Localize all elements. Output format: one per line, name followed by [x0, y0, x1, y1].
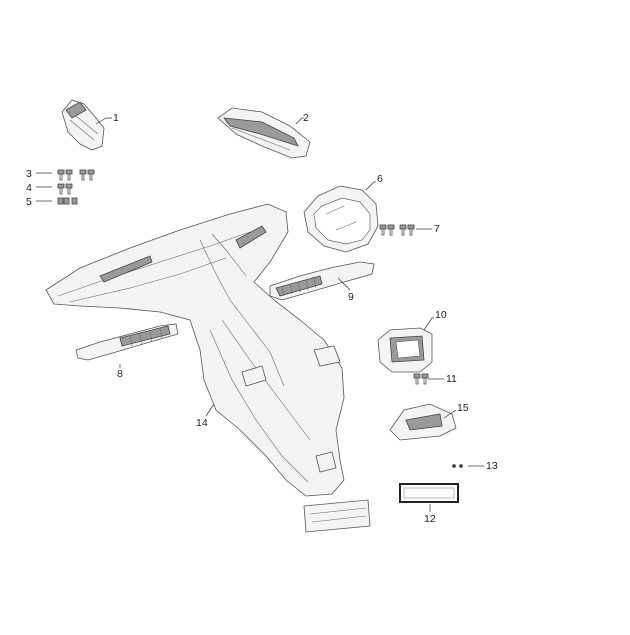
callout-7: 7	[434, 223, 440, 235]
part-14-tail-frame	[45, 203, 371, 533]
callout-9: 9	[348, 291, 354, 303]
part-8-left-turn-signal	[75, 323, 179, 361]
callout-8: 8	[117, 368, 123, 380]
callout-11: 11	[446, 373, 457, 385]
part-12-reflector-plate	[399, 483, 459, 503]
callout-14: 14	[196, 417, 208, 429]
callout-3: 3	[26, 168, 32, 180]
part-1-housing	[61, 99, 105, 151]
callout-12: 12	[424, 513, 436, 525]
part-5-nuts	[57, 197, 78, 205]
leader-lines	[36, 117, 484, 512]
part-3-screws	[57, 169, 95, 181]
callout-5: 5	[26, 196, 32, 208]
part-4-screws	[57, 183, 73, 195]
callout-1: 1	[113, 112, 119, 124]
callout-6: 6	[377, 173, 383, 185]
part-11-screws	[413, 373, 429, 385]
callout-2: 2	[303, 112, 309, 124]
part-7-screws	[379, 224, 415, 236]
part-9-right-turn-signal	[269, 261, 375, 301]
part-10-plate-light	[377, 327, 433, 373]
part-6-bezel	[303, 185, 379, 253]
callout-10: 10	[435, 309, 447, 321]
callout-4: 4	[26, 182, 32, 194]
part-13-clips	[452, 464, 463, 468]
part-2-tail-light	[217, 107, 311, 159]
callout-13: 13	[486, 460, 498, 472]
callout-15: 15	[457, 402, 469, 414]
part-15-reflector	[389, 403, 457, 441]
